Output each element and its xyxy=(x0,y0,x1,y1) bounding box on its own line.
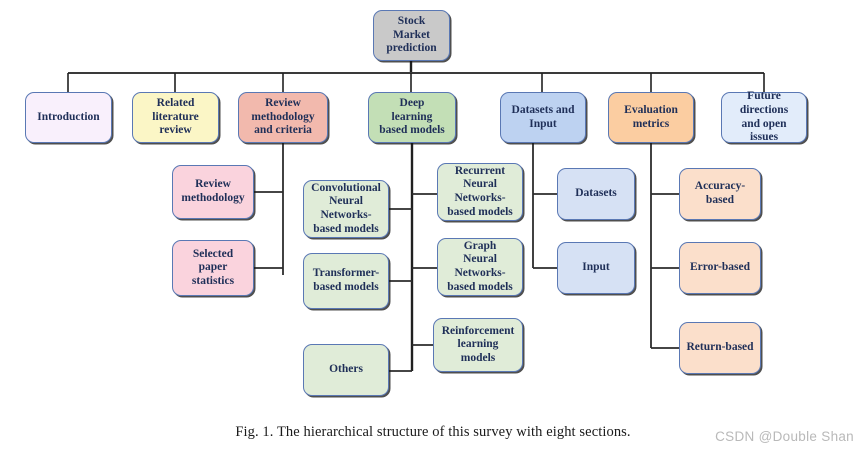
figure-caption: Fig. 1. The hierarchical structure of th… xyxy=(235,424,631,440)
node-label: Return-based xyxy=(686,341,754,354)
node-label: Error-based xyxy=(689,261,751,274)
node-label: Input xyxy=(582,261,610,274)
node-label: Datasets xyxy=(575,187,617,200)
node-label: Accuracy-based xyxy=(694,180,746,206)
node-label: Transformer-based models xyxy=(312,267,380,293)
node-accuracy-based[interactable]: Accuracy-based xyxy=(679,168,761,220)
node-return-based[interactable]: Return-based xyxy=(679,322,761,374)
watermark: CSDN @Double Shan xyxy=(715,429,854,444)
node-input[interactable]: Input xyxy=(557,242,635,294)
node-others[interactable]: Others xyxy=(303,344,389,396)
node-introduction[interactable]: Introduction xyxy=(25,92,112,143)
node-error-based[interactable]: Error-based xyxy=(679,242,761,294)
node-transformer-based-models[interactable]: Transformer-based models xyxy=(303,253,389,309)
node-datasets[interactable]: Datasets xyxy=(557,168,635,220)
node-label: Others xyxy=(329,363,363,376)
node-label: Introduction xyxy=(37,110,100,123)
